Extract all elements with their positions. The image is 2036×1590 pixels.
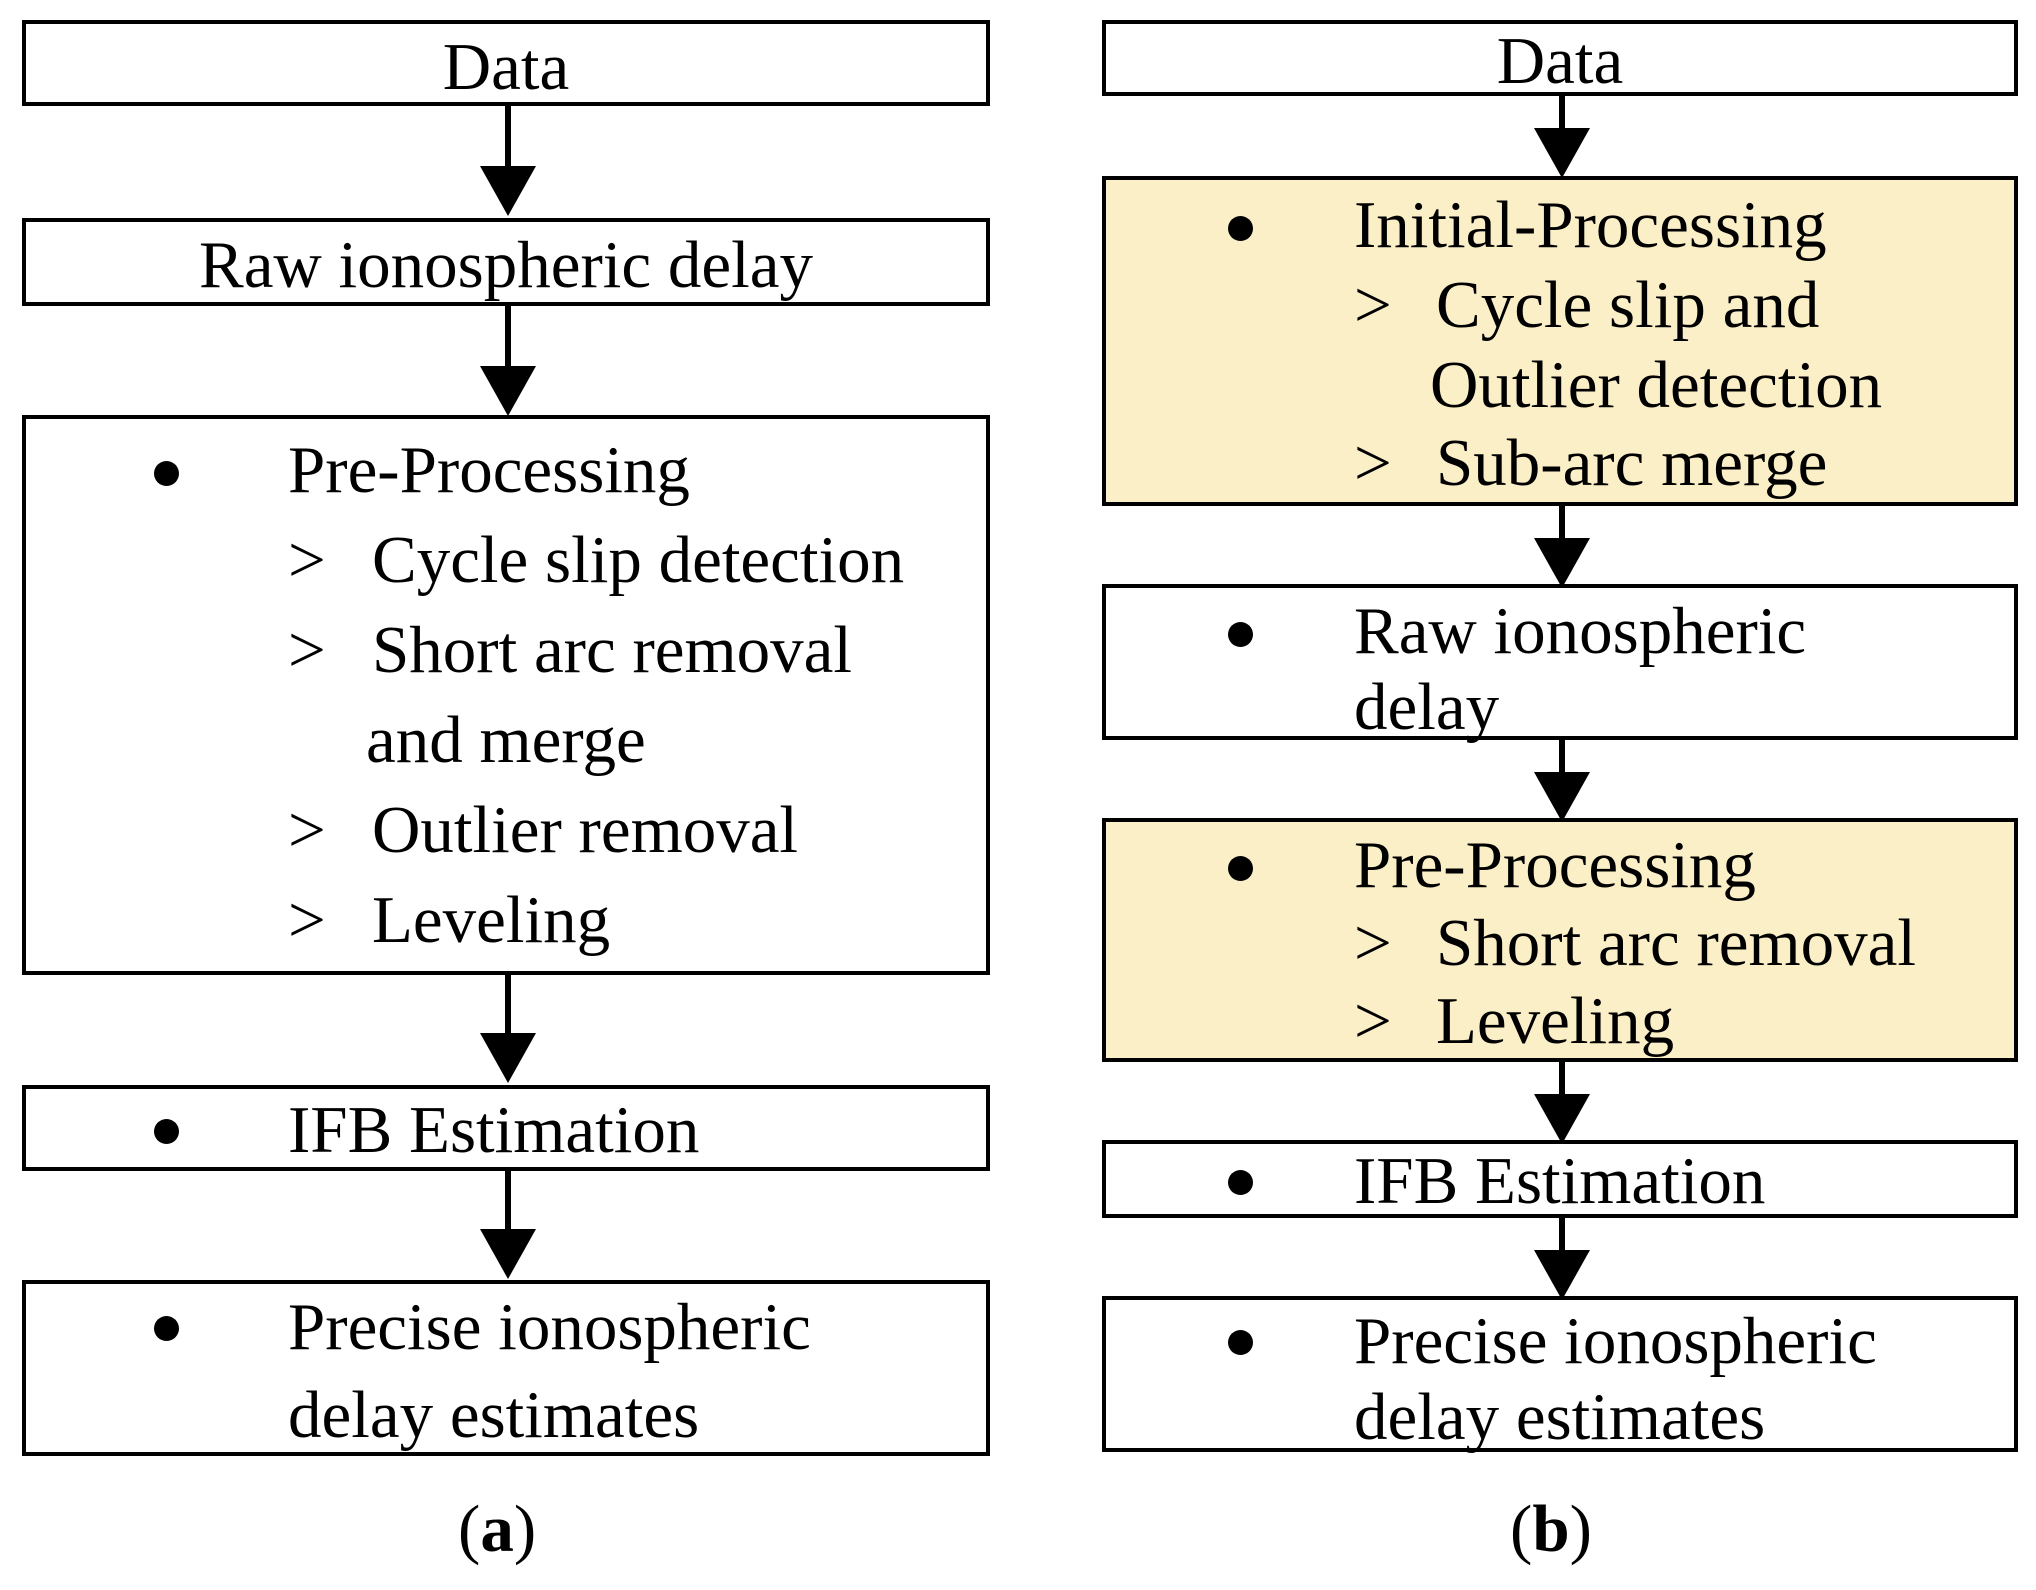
a-raw-box: Raw ionospheric delay bbox=[22, 218, 990, 306]
b-pre-processing-title: Pre-Processing bbox=[1354, 828, 1756, 902]
b-precise-line-1: Precise ionospheric bbox=[1354, 1304, 1877, 1378]
b-caption: (b) bbox=[1510, 1492, 1592, 1566]
b-item-cycle-slip: Cycle slip and bbox=[1436, 268, 1820, 342]
b-data-box: Data bbox=[1102, 20, 2018, 96]
a-ifb-box: IFB Estimation bbox=[22, 1085, 990, 1171]
a-caption: (a) bbox=[458, 1492, 537, 1566]
b-initial-processing-title: Initial-Processing bbox=[1354, 188, 1827, 262]
a-data-label: Data bbox=[442, 30, 570, 104]
b-ifb-label: IFB Estimation bbox=[1354, 1144, 1766, 1218]
b-ifb-bullet bbox=[1228, 1170, 1253, 1195]
a-precise-line-1: Precise ionospheric bbox=[288, 1290, 811, 1364]
b-precise-line-2: delay estimates bbox=[1354, 1380, 1766, 1454]
b-data-label: Data bbox=[1496, 24, 1624, 98]
b-item-sub-arc: Sub-arc merge bbox=[1436, 426, 1828, 500]
a-ifb-bullet bbox=[154, 1119, 179, 1144]
b-raw-line-2: delay bbox=[1354, 670, 1500, 744]
b-pre-processing-box: Pre-Processing > Short arc removal > Lev… bbox=[1102, 818, 2018, 1062]
a-pre-processing-box: Pre-Processing > Cycle slip detection > … bbox=[22, 415, 990, 975]
b-raw-bullet bbox=[1228, 622, 1253, 647]
b-initial-processing-bullet bbox=[1228, 216, 1253, 241]
a-item-cycle-slip: Cycle slip detection bbox=[372, 523, 905, 597]
a-item-and-merge: and merge bbox=[366, 703, 646, 777]
b-marker-2: > bbox=[1354, 426, 1392, 500]
b-raw-box: Raw ionospheric delay bbox=[1102, 584, 2018, 744]
a-precise-box: Precise ionospheric delay estimates bbox=[22, 1280, 990, 1456]
b-marker-4: > bbox=[1354, 984, 1392, 1058]
a-marker-2: > bbox=[288, 613, 326, 687]
b-pre-processing-bullet bbox=[1228, 856, 1253, 881]
b-marker-3: > bbox=[1354, 906, 1392, 980]
a-pre-processing-title: Pre-Processing bbox=[288, 433, 690, 507]
a-item-leveling: Leveling bbox=[372, 883, 611, 957]
a-item-short-arc: Short arc removal bbox=[372, 613, 852, 687]
b-raw-line-1: Raw ionospheric bbox=[1354, 594, 1807, 668]
b-item-leveling: Leveling bbox=[1436, 984, 1675, 1058]
a-precise-line-2: delay estimates bbox=[288, 1378, 700, 1452]
a-data-box: Data bbox=[22, 20, 990, 106]
a-marker-1: > bbox=[288, 523, 326, 597]
b-item-short-arc: Short arc removal bbox=[1436, 906, 1916, 980]
b-item-outlier-detection: Outlier detection bbox=[1430, 348, 1883, 422]
b-marker-1: > bbox=[1354, 268, 1392, 342]
b-initial-processing-box: Initial-Processing > Cycle slip and Outl… bbox=[1102, 176, 2018, 506]
a-pre-processing-bullet bbox=[154, 461, 179, 486]
b-precise-box: Precise ionospheric delay estimates bbox=[1102, 1296, 2018, 1452]
a-ifb-label: IFB Estimation bbox=[288, 1093, 700, 1167]
a-precise-bullet bbox=[154, 1316, 179, 1341]
a-marker-4: > bbox=[288, 883, 326, 957]
b-ifb-box: IFB Estimation bbox=[1102, 1140, 2018, 1218]
a-marker-3: > bbox=[288, 793, 326, 867]
a-item-outlier: Outlier removal bbox=[372, 793, 799, 867]
b-precise-bullet bbox=[1228, 1330, 1253, 1355]
a-raw-label: Raw ionospheric delay bbox=[199, 228, 813, 302]
